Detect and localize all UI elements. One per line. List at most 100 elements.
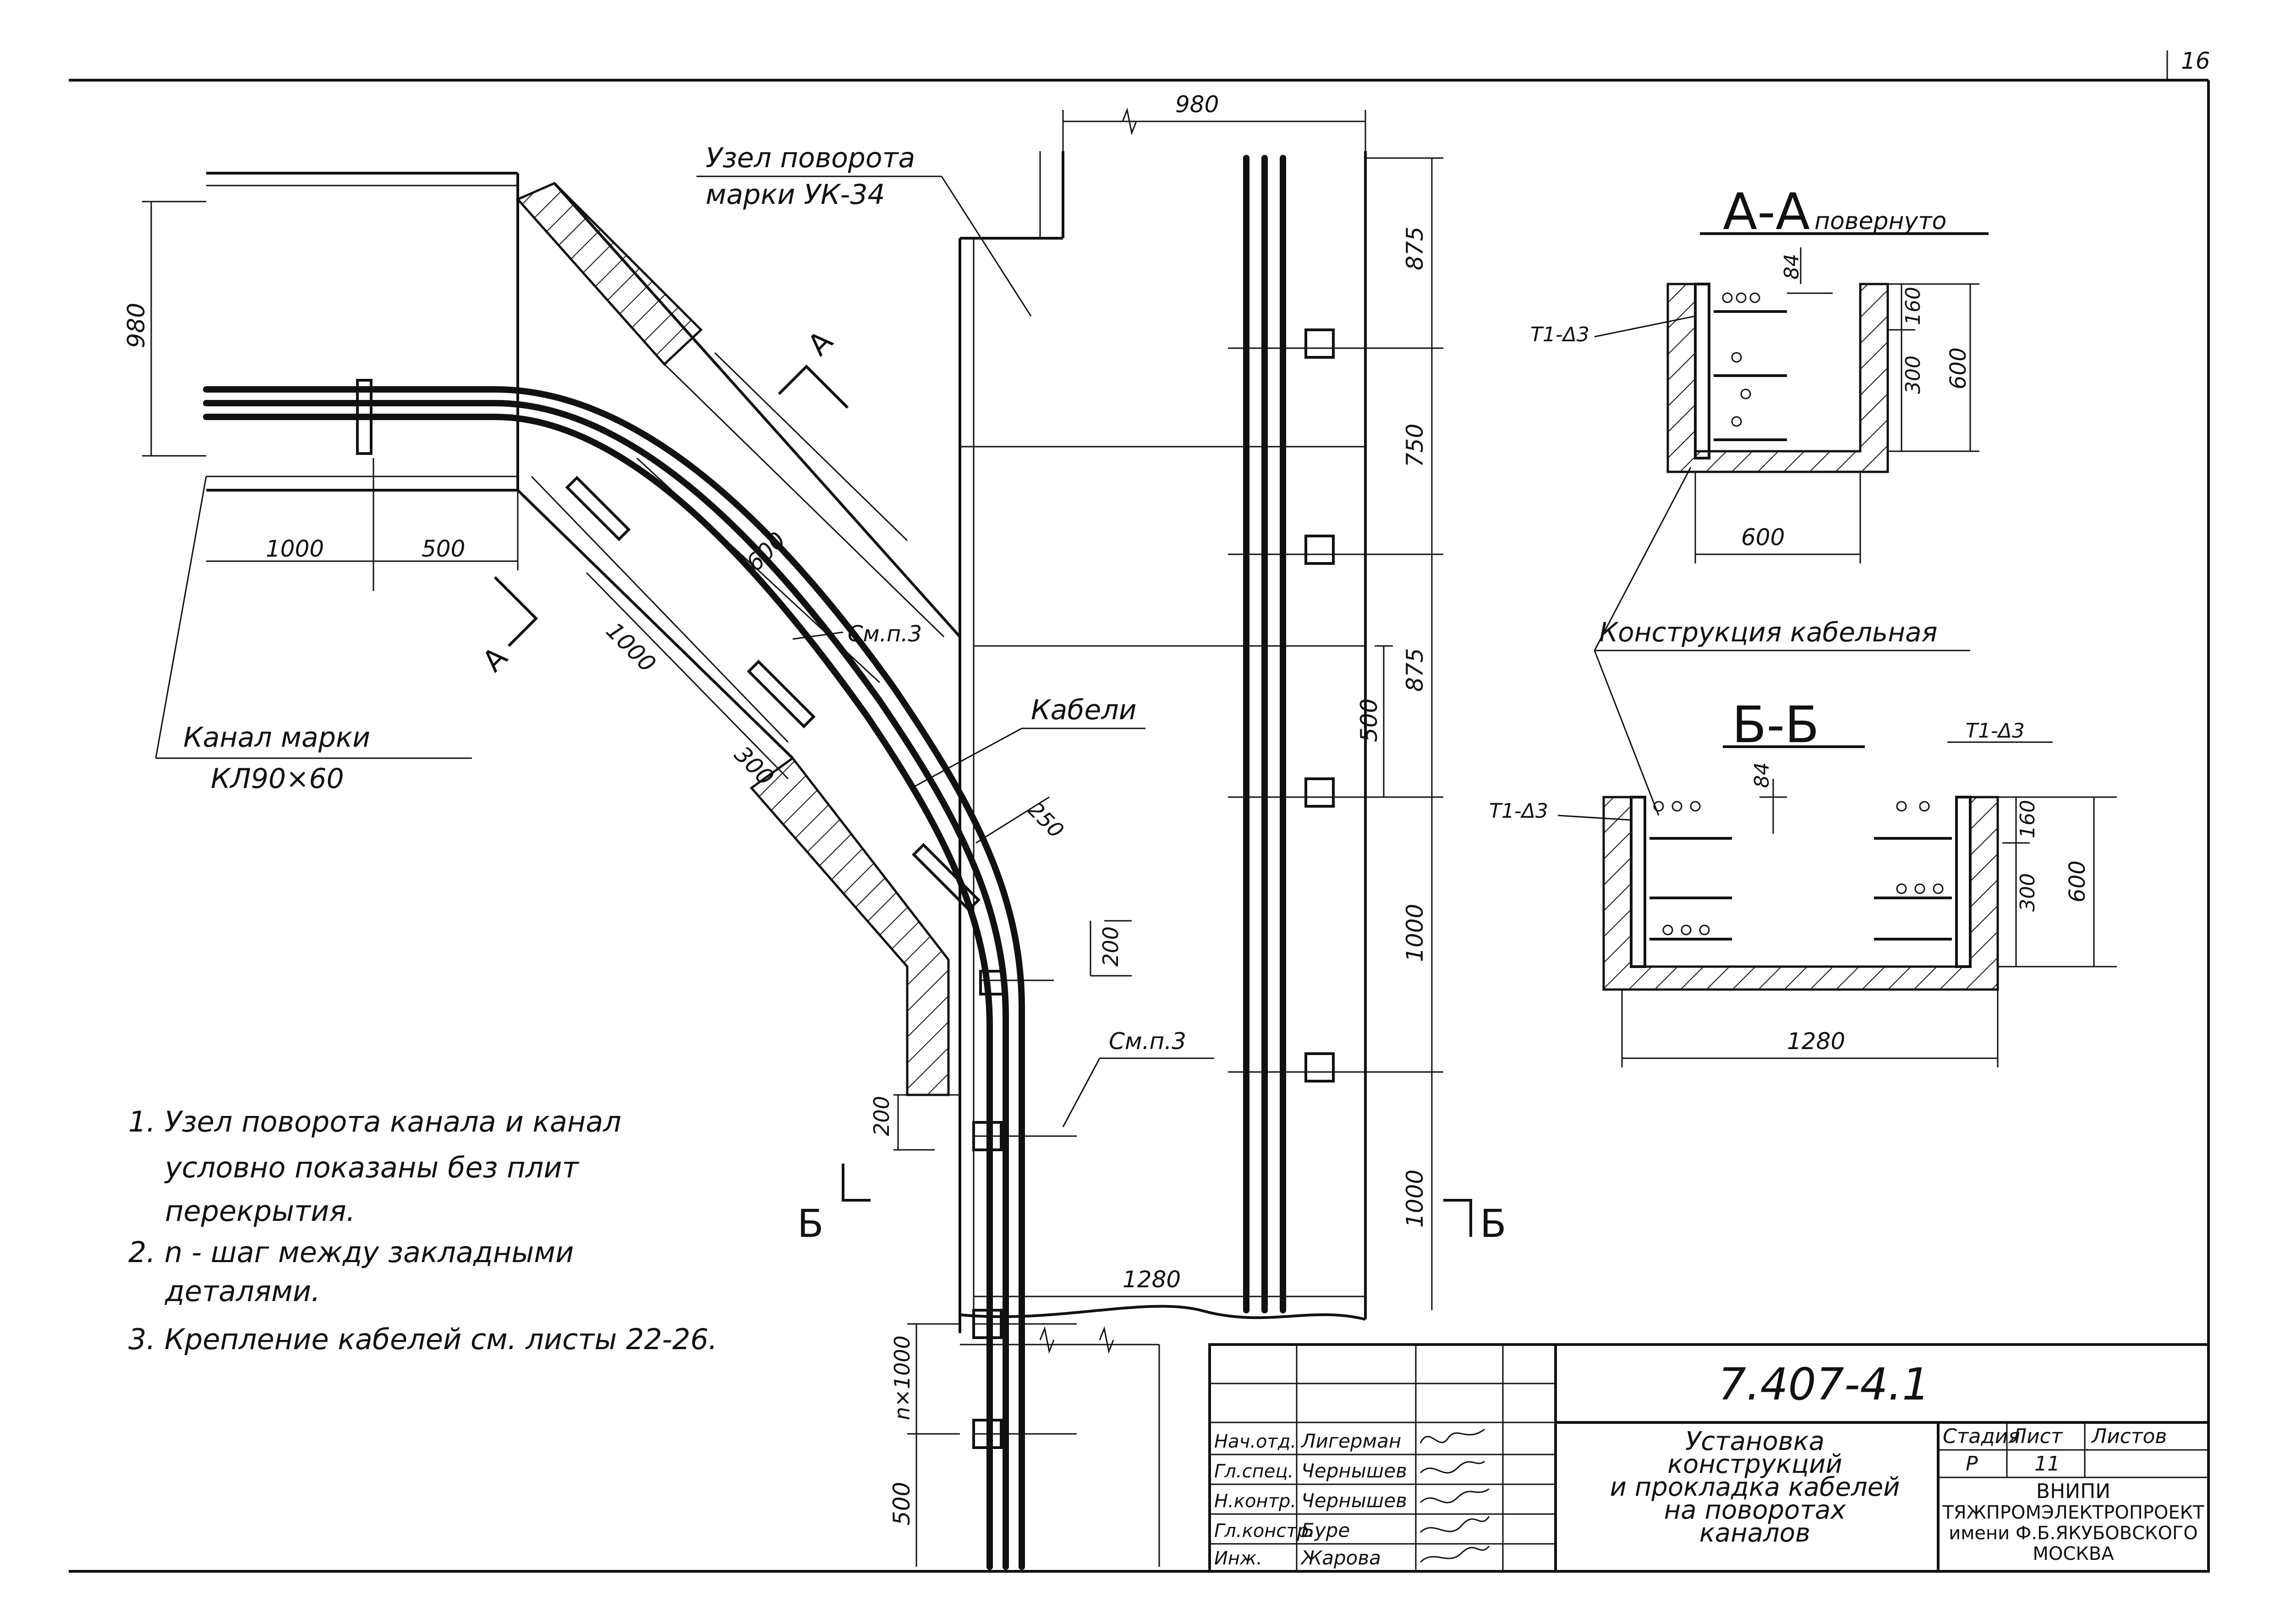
col-stage: Стадия [1943, 1425, 2020, 1448]
col-sheets: Листов [2091, 1425, 2167, 1448]
bb-160: 160 [2016, 800, 2039, 838]
see-note-2-leader [1062, 1057, 1214, 1127]
notes: 1. Узел поворота канала и канал условно … [128, 1105, 718, 1356]
dim-200-right: 200 [1098, 926, 1123, 967]
org-line-3: имени Ф.Б.ЯКУБОВСКОГО [1949, 1523, 2198, 1544]
title-block [1208, 1343, 2210, 1573]
dim-500-label: 500 [422, 536, 465, 562]
cut-mark-b-right [1443, 1199, 1472, 1237]
aa-t1-label: Т1-Δ3 [1530, 323, 1589, 346]
lower-continuation [907, 1323, 1160, 1567]
dim-500-bottom: 500 [888, 1482, 915, 1526]
cut-b-right-label: Б [1480, 1201, 1507, 1246]
channel-kl90-left [206, 172, 519, 492]
dim-875-mid: 875 [1402, 648, 1428, 692]
bb-84: 84 [1750, 762, 1774, 788]
name-5: Жарова [1300, 1547, 1381, 1569]
dim-1000-label: 1000 [266, 536, 324, 562]
role-5: Инж. [1214, 1548, 1262, 1569]
bb-600-h: 600 [2065, 860, 2090, 902]
cut-a-bottom-label: А [476, 640, 514, 678]
dim-1000-low: 1000 [1402, 1170, 1428, 1228]
diagonal-dimensions [586, 352, 1132, 1151]
dim-980-top-label: 980 [1175, 91, 1219, 118]
sheet-value: 11 [2034, 1452, 2060, 1476]
name-1: Лигерман [1300, 1430, 1401, 1452]
dim-875-top: 875 [1402, 227, 1428, 270]
cable-bundle [203, 155, 1286, 1570]
dim-250-label: 250 [1023, 797, 1069, 843]
dim-chain-right [1338, 157, 1443, 1310]
cables-label: Кабели [1031, 694, 1137, 726]
cable-fixings-left [356, 379, 1077, 1449]
section-aa-title: А-А [1723, 182, 1810, 241]
signature-roles: Нач.отд. Гл.спец. Н.контр. Гл.констр. Ин… [1214, 1431, 1315, 1569]
doc-title-line-2: конструкций [1667, 1449, 1842, 1479]
section-bb-drawing [1602, 779, 2117, 1067]
aa-600-h: 600 [1945, 347, 1971, 389]
dim-500-mid: 500 [1356, 699, 1382, 742]
name-3: Чернышев [1301, 1489, 1407, 1512]
bb-t1-left-leader [1557, 815, 1632, 821]
role-1: Нач.отд. [1214, 1431, 1296, 1452]
organization: ВНИПИ ТЯЖПРОМЭЛЕКТРОПРОЕКТ имени Ф.Б.ЯКУ… [1942, 1480, 2204, 1564]
doc-title: Установка конструкций и прокладка кабеле… [1610, 1427, 1900, 1548]
doc-title-line-3: и прокладка кабелей [1610, 1472, 1900, 1502]
channel-leader [155, 476, 472, 759]
sheet-number: 16 [2181, 48, 2210, 74]
cut-a-top-label: А [801, 324, 839, 362]
signature-names: Лигерман Чернышев Чернышев Буре Жарова [1300, 1430, 1407, 1569]
doc-title-line-5: каналов [1699, 1518, 1810, 1548]
dim-n1000: n×1000 [890, 1335, 915, 1420]
dim-980-left-label: 980 [123, 303, 150, 348]
dim-980-left [142, 201, 206, 457]
dim-1000-diag: 1000 [601, 617, 661, 677]
bb-1280: 1280 [1787, 1028, 1845, 1055]
bb-300: 300 [2016, 873, 2039, 912]
aa-300: 300 [1901, 355, 1925, 394]
see-note-1: См.п.3 [848, 621, 922, 647]
section-aa-drawing [1666, 247, 1979, 563]
doc-title-line-4: на поворотах [1664, 1495, 1847, 1525]
section-aa-rotated: повернуто [1814, 208, 1946, 235]
dim-750: 750 [1402, 424, 1428, 467]
cut-b-left-label: Б [797, 1201, 824, 1246]
col-sheet: Лист [2011, 1425, 2063, 1448]
note-line-5: деталями. [164, 1274, 320, 1308]
cut-mark-b-left [842, 1164, 871, 1202]
cut-mark-a-bottom [493, 576, 538, 647]
cables-leader [911, 727, 1145, 789]
org-line-2: ТЯЖПРОМЭЛЕКТРОПРОЕКТ [1942, 1502, 2204, 1523]
section-bb-title: Б-Б [1732, 695, 1819, 754]
org-line-4: МОСКВА [2033, 1543, 2114, 1564]
signatures-handwritten [1419, 1428, 1490, 1563]
note-line-4: 2. n - шаг между закладными [128, 1236, 574, 1269]
name-4: Буре [1301, 1519, 1350, 1542]
org-line-1: ВНИПИ [2036, 1480, 2110, 1503]
doc-title-line-1: Установка [1685, 1427, 1825, 1456]
see-note-2: См.п.3 [1109, 1028, 1186, 1055]
note-line-1: 1. Узел поворота канала и канал [128, 1105, 621, 1138]
channel-title-2: КЛ90×60 [211, 763, 344, 795]
dim-200-left: 200 [869, 1096, 894, 1136]
dim-1000-mid: 1000 [1402, 904, 1428, 962]
note-line-6: 3. Крепление кабелей см. листы 22-26. [128, 1323, 718, 1356]
stage-value: Р [1966, 1452, 1978, 1476]
aa-160: 160 [1901, 287, 1925, 325]
bb-t1-right: Т1-Δ3 [1966, 719, 2025, 743]
role-3: Н.контр. [1214, 1491, 1296, 1512]
cable-fixings-right [1228, 328, 1338, 1083]
see-note-1-leader [792, 631, 844, 640]
note-line-2: условно показаны без плит [164, 1151, 580, 1184]
aa-600-w: 600 [1741, 524, 1785, 551]
aa-t1-leader [1594, 315, 1696, 338]
node-title-1: Узел поворота [706, 142, 915, 174]
cable-construction-label: Конструкция кабельная [1599, 617, 1938, 648]
role-2: Гл.спец. [1214, 1461, 1293, 1482]
note-line-3: перекрытия. [165, 1194, 355, 1228]
dim-980-top [1062, 107, 1366, 156]
dim-1000-500-horizontal [206, 458, 519, 591]
node-title-2: марки УК-34 [706, 179, 885, 211]
name-2: Чернышев [1301, 1460, 1407, 1482]
